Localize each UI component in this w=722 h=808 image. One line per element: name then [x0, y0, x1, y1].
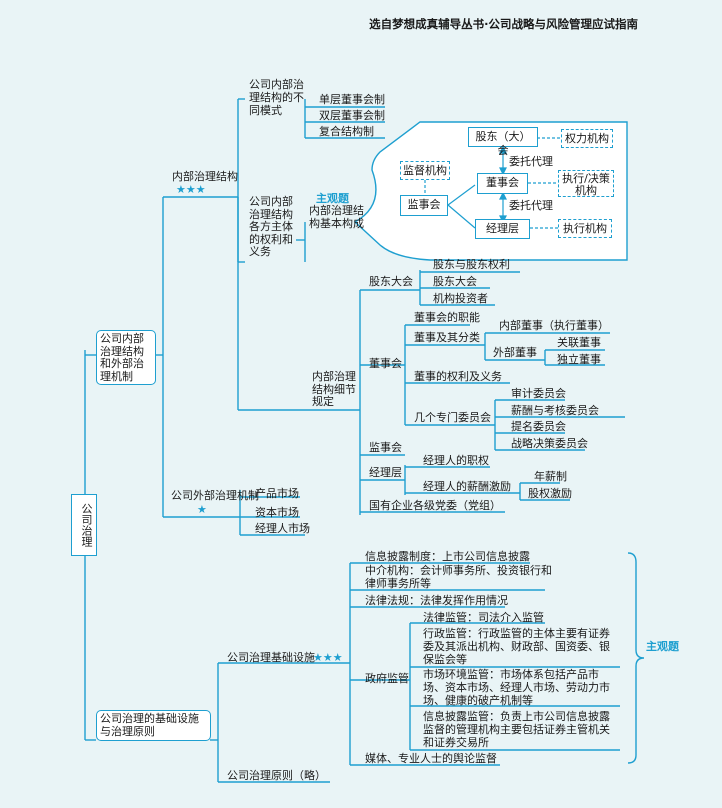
modes-title: 公司内部治理结构的不同模式 — [249, 78, 304, 117]
details-title: 内部治理结构细节规定 — [312, 370, 356, 408]
exec-decision-organ-box: 执行/决策机构 — [558, 170, 614, 197]
committee-strategy: 战略决策委员会 — [511, 437, 588, 450]
infrastructure-principles-node: 公司治理的基础设施与治理原则 — [96, 710, 211, 741]
product-market: 产品市场 — [255, 487, 299, 500]
right-subjective-tag: 主观题 — [646, 640, 679, 653]
capital-market: 资本市场 — [255, 506, 299, 519]
annual-salary: 年薪制 — [534, 470, 567, 483]
laws-regulations: 法律法规：法律发挥作用情况 — [365, 594, 508, 607]
committee-audit: 审计委员会 — [511, 387, 566, 400]
intermediaries: 中介机构：会计师事务所、投资银行和律师事务所等 — [365, 564, 552, 590]
manager-powers: 经理人的职权 — [423, 454, 489, 467]
supervisory-organ-label-box: 监督机构 — [400, 161, 450, 180]
root-node: 公司治理 — [71, 494, 97, 556]
internal-structure-stars: ★★★ — [176, 183, 206, 196]
subjective-tag: 主观题 — [316, 192, 349, 205]
market-environment-regulation: 市场环境监管：市场体系包括产品市场、资本市场、经理人市场、劳动力市场、健康的破产… — [423, 668, 610, 707]
party-committee: 国有企业各级党委（党组） — [369, 499, 501, 512]
gov-regulation: 政府监管 — [365, 672, 409, 685]
equity-incentive: 股权激励 — [528, 487, 572, 500]
sh-item-institutional: 机构投资者 — [433, 292, 488, 305]
external-star: ★ — [197, 503, 207, 516]
rights-title: 公司内部治理结构各方主体的权利和义务 — [249, 195, 293, 258]
internal-external-governance-node: 公司内部治理结构和外部治理机制 — [96, 330, 156, 385]
shareholders-meeting-label: 股东大会 — [369, 275, 413, 288]
supervisory-label: 监事会 — [369, 441, 402, 454]
supervisory-board-box: 监事会 — [400, 195, 448, 216]
manager-market: 经理人市场 — [255, 522, 310, 535]
director-rights: 董事的权利及义务 — [414, 370, 502, 383]
administrative-regulation: 行政监管：行政监管的主体主要有证券委及其派出机构、财政部、国资委、银保监会等 — [423, 627, 610, 666]
committee-compensation: 薪酬与考核委员会 — [511, 404, 599, 417]
mode-two-tier-board: 双层董事会制 — [319, 109, 385, 122]
disclosure-regulation: 信息披露监管：负责上市公司信息披露监督的管理机构主要包括证券主管机关和证券交易所 — [423, 710, 610, 749]
committee-nomination: 提名委员会 — [511, 420, 566, 433]
manager-incentives: 经理人的薪酬激励 — [423, 480, 511, 493]
basic-structure-label: 内部治理结构基本构成 — [309, 204, 364, 230]
shareholders-meeting-box: 股东（大）会 — [468, 127, 538, 157]
delegation-label-1: 委托代理 — [509, 155, 553, 168]
infrastructure-stars: ★★★ — [313, 651, 343, 664]
board-box: 董事会 — [477, 173, 528, 194]
page-header: 选自梦想成真辅导丛书·公司战略与风险管理应试指南 — [369, 17, 638, 31]
board-director-types: 董事及其分类 — [414, 331, 480, 344]
media-supervision: 媒体、专业人士的舆论监督 — [365, 752, 497, 765]
governance-principles: 公司治理原则（略） — [227, 769, 326, 782]
executive-organ-box: 执行机构 — [558, 219, 612, 238]
board-duties: 董事会的职能 — [414, 311, 480, 324]
independent-director: 独立董事 — [557, 353, 601, 366]
external-title: 公司外部治理机制 — [171, 489, 259, 502]
managers-label: 经理层 — [369, 466, 402, 479]
board-label: 董事会 — [369, 357, 402, 370]
info-disclosure-system: 信息披露制度：上市公司信息披露 — [365, 550, 530, 563]
power-organ-box: 权力机构 — [561, 129, 613, 148]
special-committees: 几个专门委员会 — [414, 411, 491, 424]
outer-director: 外部董事 — [493, 346, 537, 359]
management-box: 经理层 — [475, 219, 530, 239]
delegation-label-2: 委托代理 — [509, 199, 553, 212]
mode-composite: 复合结构制 — [319, 125, 374, 138]
mode-single-board: 单层董事会制 — [319, 93, 385, 106]
infrastructure-title: 公司治理基础设施 — [227, 651, 315, 664]
sh-item-rights: 股东与股东权利 — [433, 258, 510, 271]
sh-item-meeting: 股东大会 — [433, 275, 477, 288]
inner-director: 内部董事（执行董事） — [499, 319, 609, 332]
legal-regulation: 法律监管：司法介入监管 — [423, 611, 544, 624]
related-director: 关联董事 — [557, 336, 601, 349]
internal-structure-label: 内部治理结构 — [172, 170, 238, 183]
